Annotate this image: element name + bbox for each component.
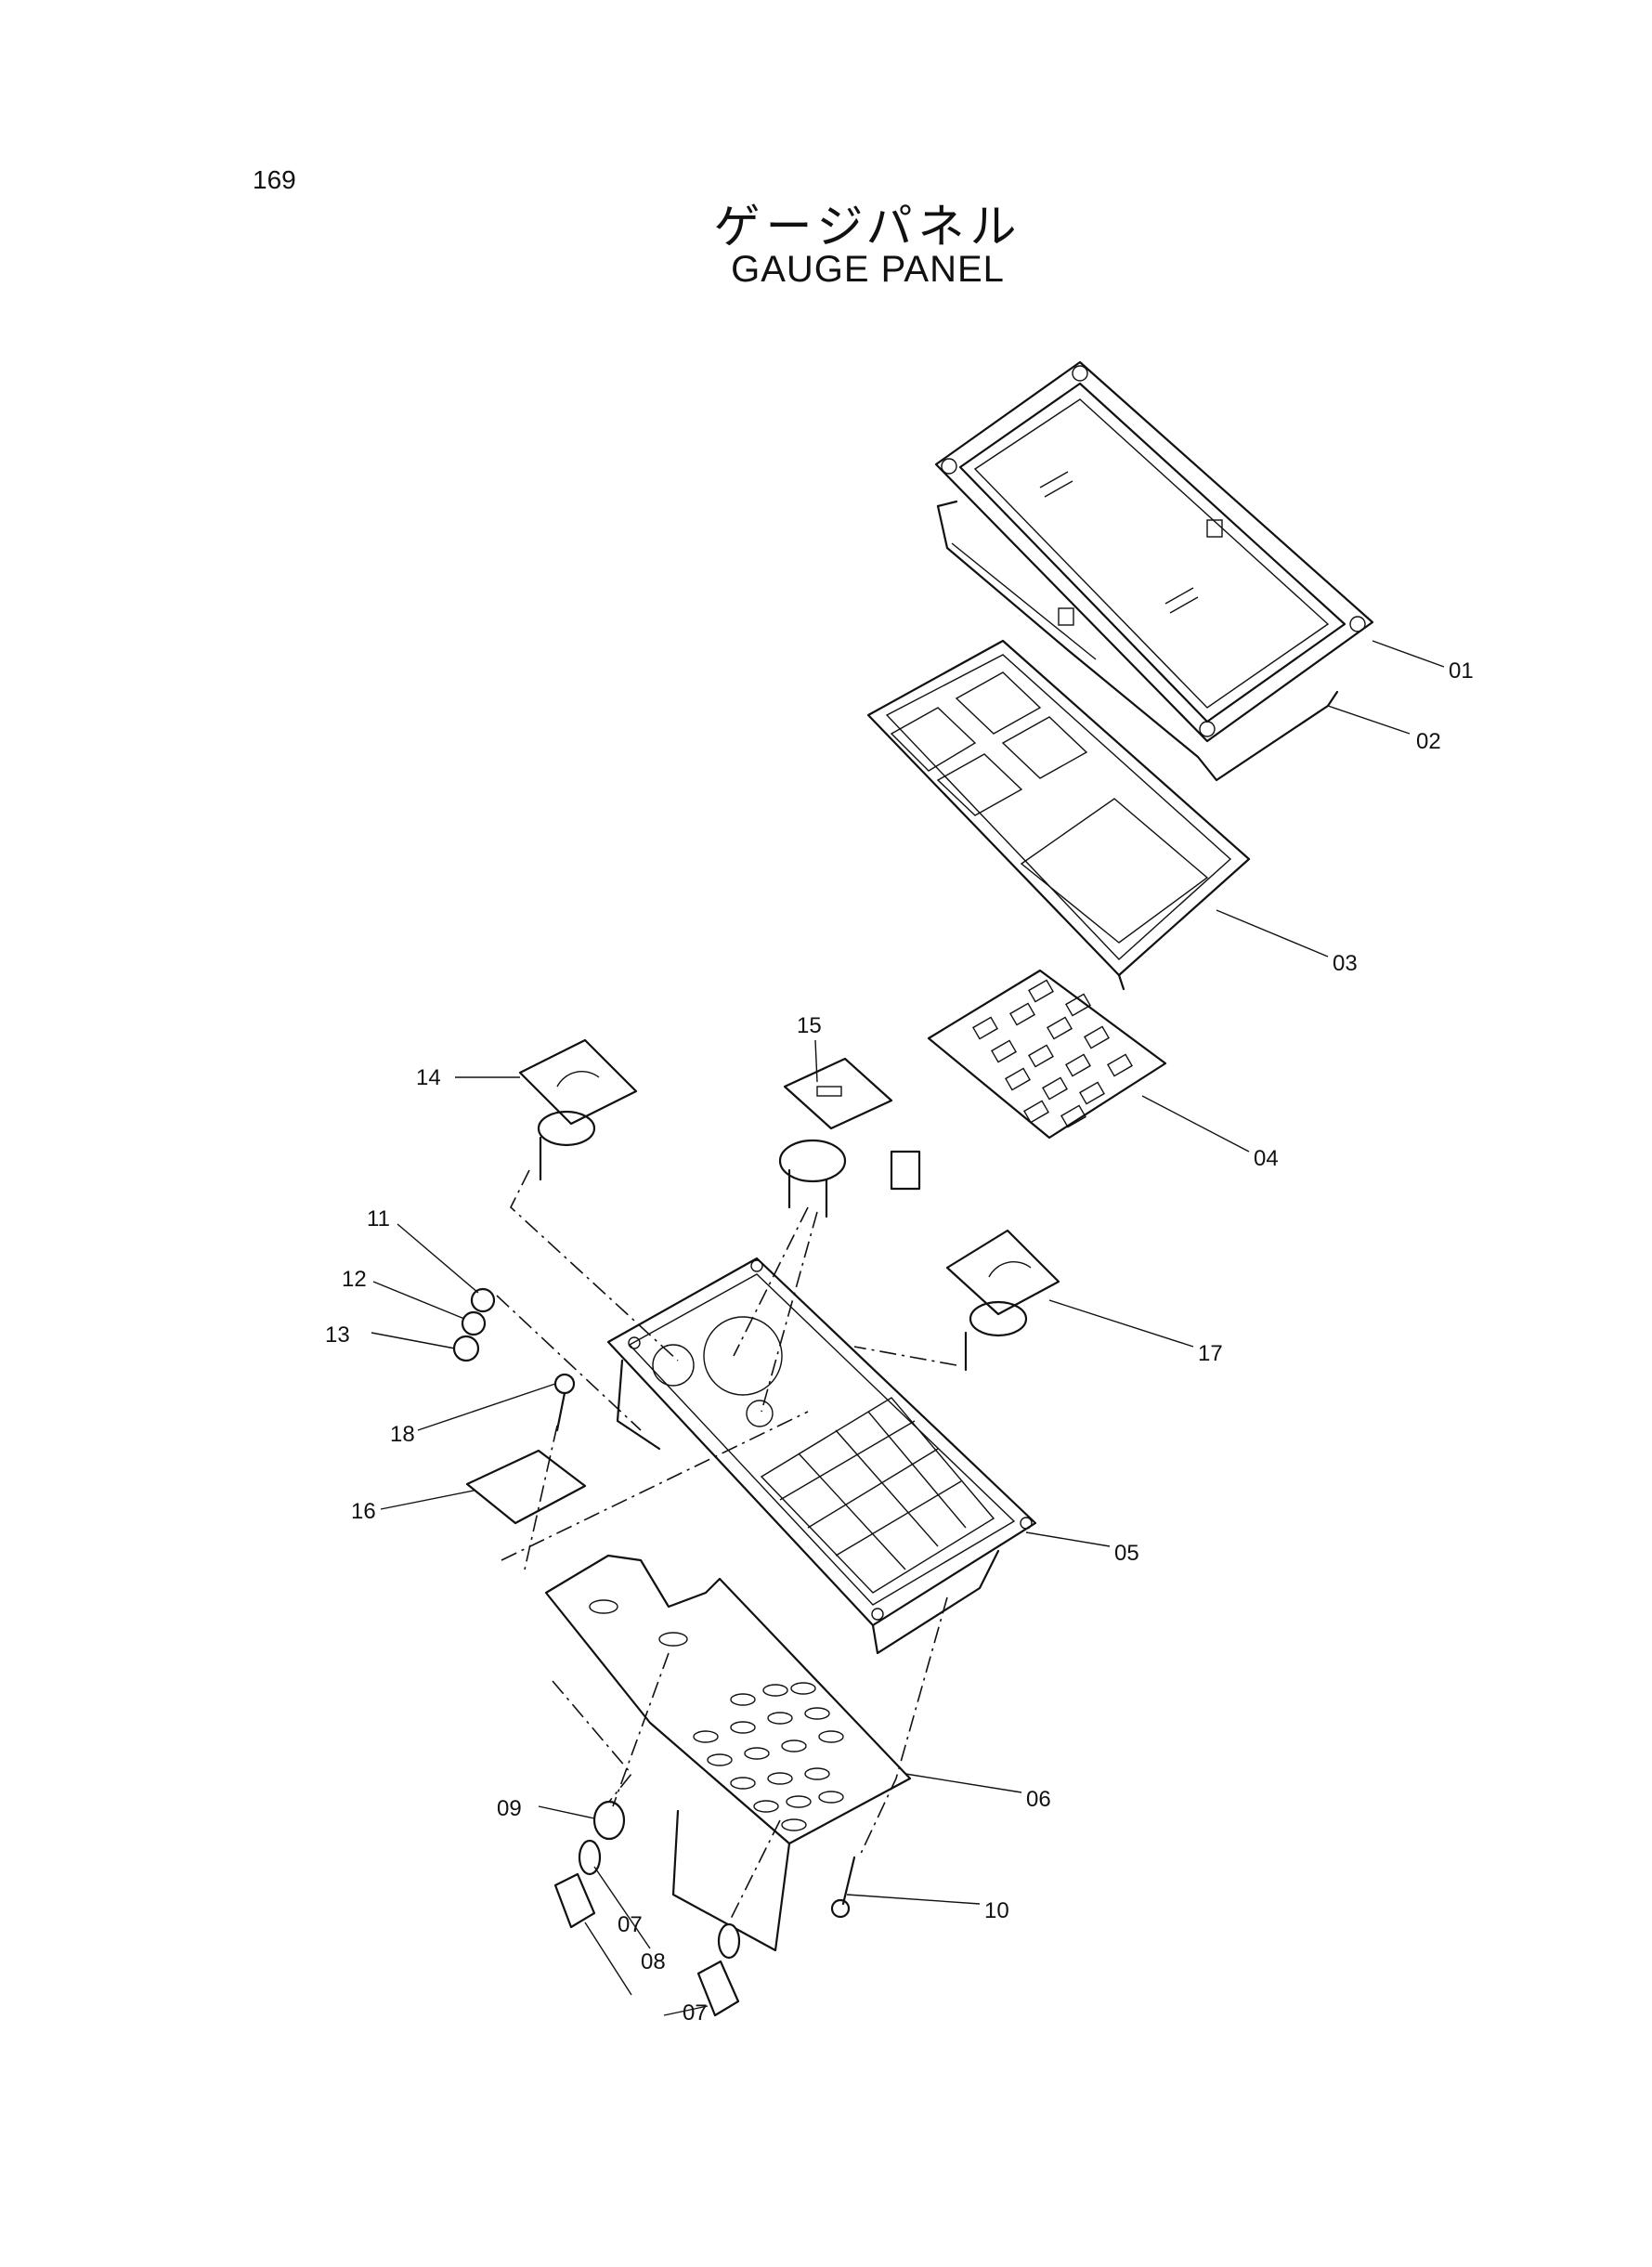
- assembly-centre-lines: [496, 1169, 957, 1923]
- callout-02: 02: [1416, 729, 1441, 754]
- callout-10: 10: [984, 1898, 1009, 1923]
- callout-07-a: 07: [618, 1912, 643, 1937]
- callout-03: 03: [1333, 951, 1358, 976]
- callout-labels: 01 02 03 04 05 06 07 07 08 09 10 11 12 1…: [325, 658, 1474, 2026]
- part-05-housing: [606, 1257, 1037, 1655]
- callout-12: 12: [342, 1267, 367, 1292]
- title-english: GAUGE PANEL: [731, 249, 1005, 290]
- callout-18: 18: [390, 1422, 415, 1447]
- callout-01: 01: [1449, 658, 1474, 684]
- callout-13: 13: [325, 1322, 350, 1348]
- part-14-gauge: [518, 1038, 638, 1181]
- part-15-gauge: [778, 1057, 921, 1218]
- callout-05: 05: [1114, 1541, 1139, 1566]
- callout-leaders: [371, 640, 1445, 2016]
- part-17-gauge: [945, 1229, 1060, 1372]
- callout-14: 14: [416, 1065, 441, 1090]
- part-06-circuit-board: [544, 1554, 912, 1952]
- callout-09: 09: [497, 1796, 522, 1821]
- part-03-window-frame: [866, 639, 1251, 991]
- callout-06: 06: [1026, 1787, 1051, 1812]
- callout-11: 11: [367, 1206, 390, 1231]
- part-01-bezel-frame: [934, 360, 1374, 743]
- part-04-lens-sheet: [927, 969, 1167, 1140]
- title-japanese: ゲージパネル: [713, 200, 1022, 254]
- callout-04: 04: [1254, 1146, 1279, 1171]
- page-number: 169: [253, 165, 296, 194]
- callout-15: 15: [797, 1013, 822, 1038]
- callout-08: 08: [641, 1949, 666, 1974]
- callout-07-b: 07: [683, 2000, 708, 2026]
- callout-16: 16: [351, 1499, 376, 1524]
- callout-17: 17: [1198, 1341, 1223, 1366]
